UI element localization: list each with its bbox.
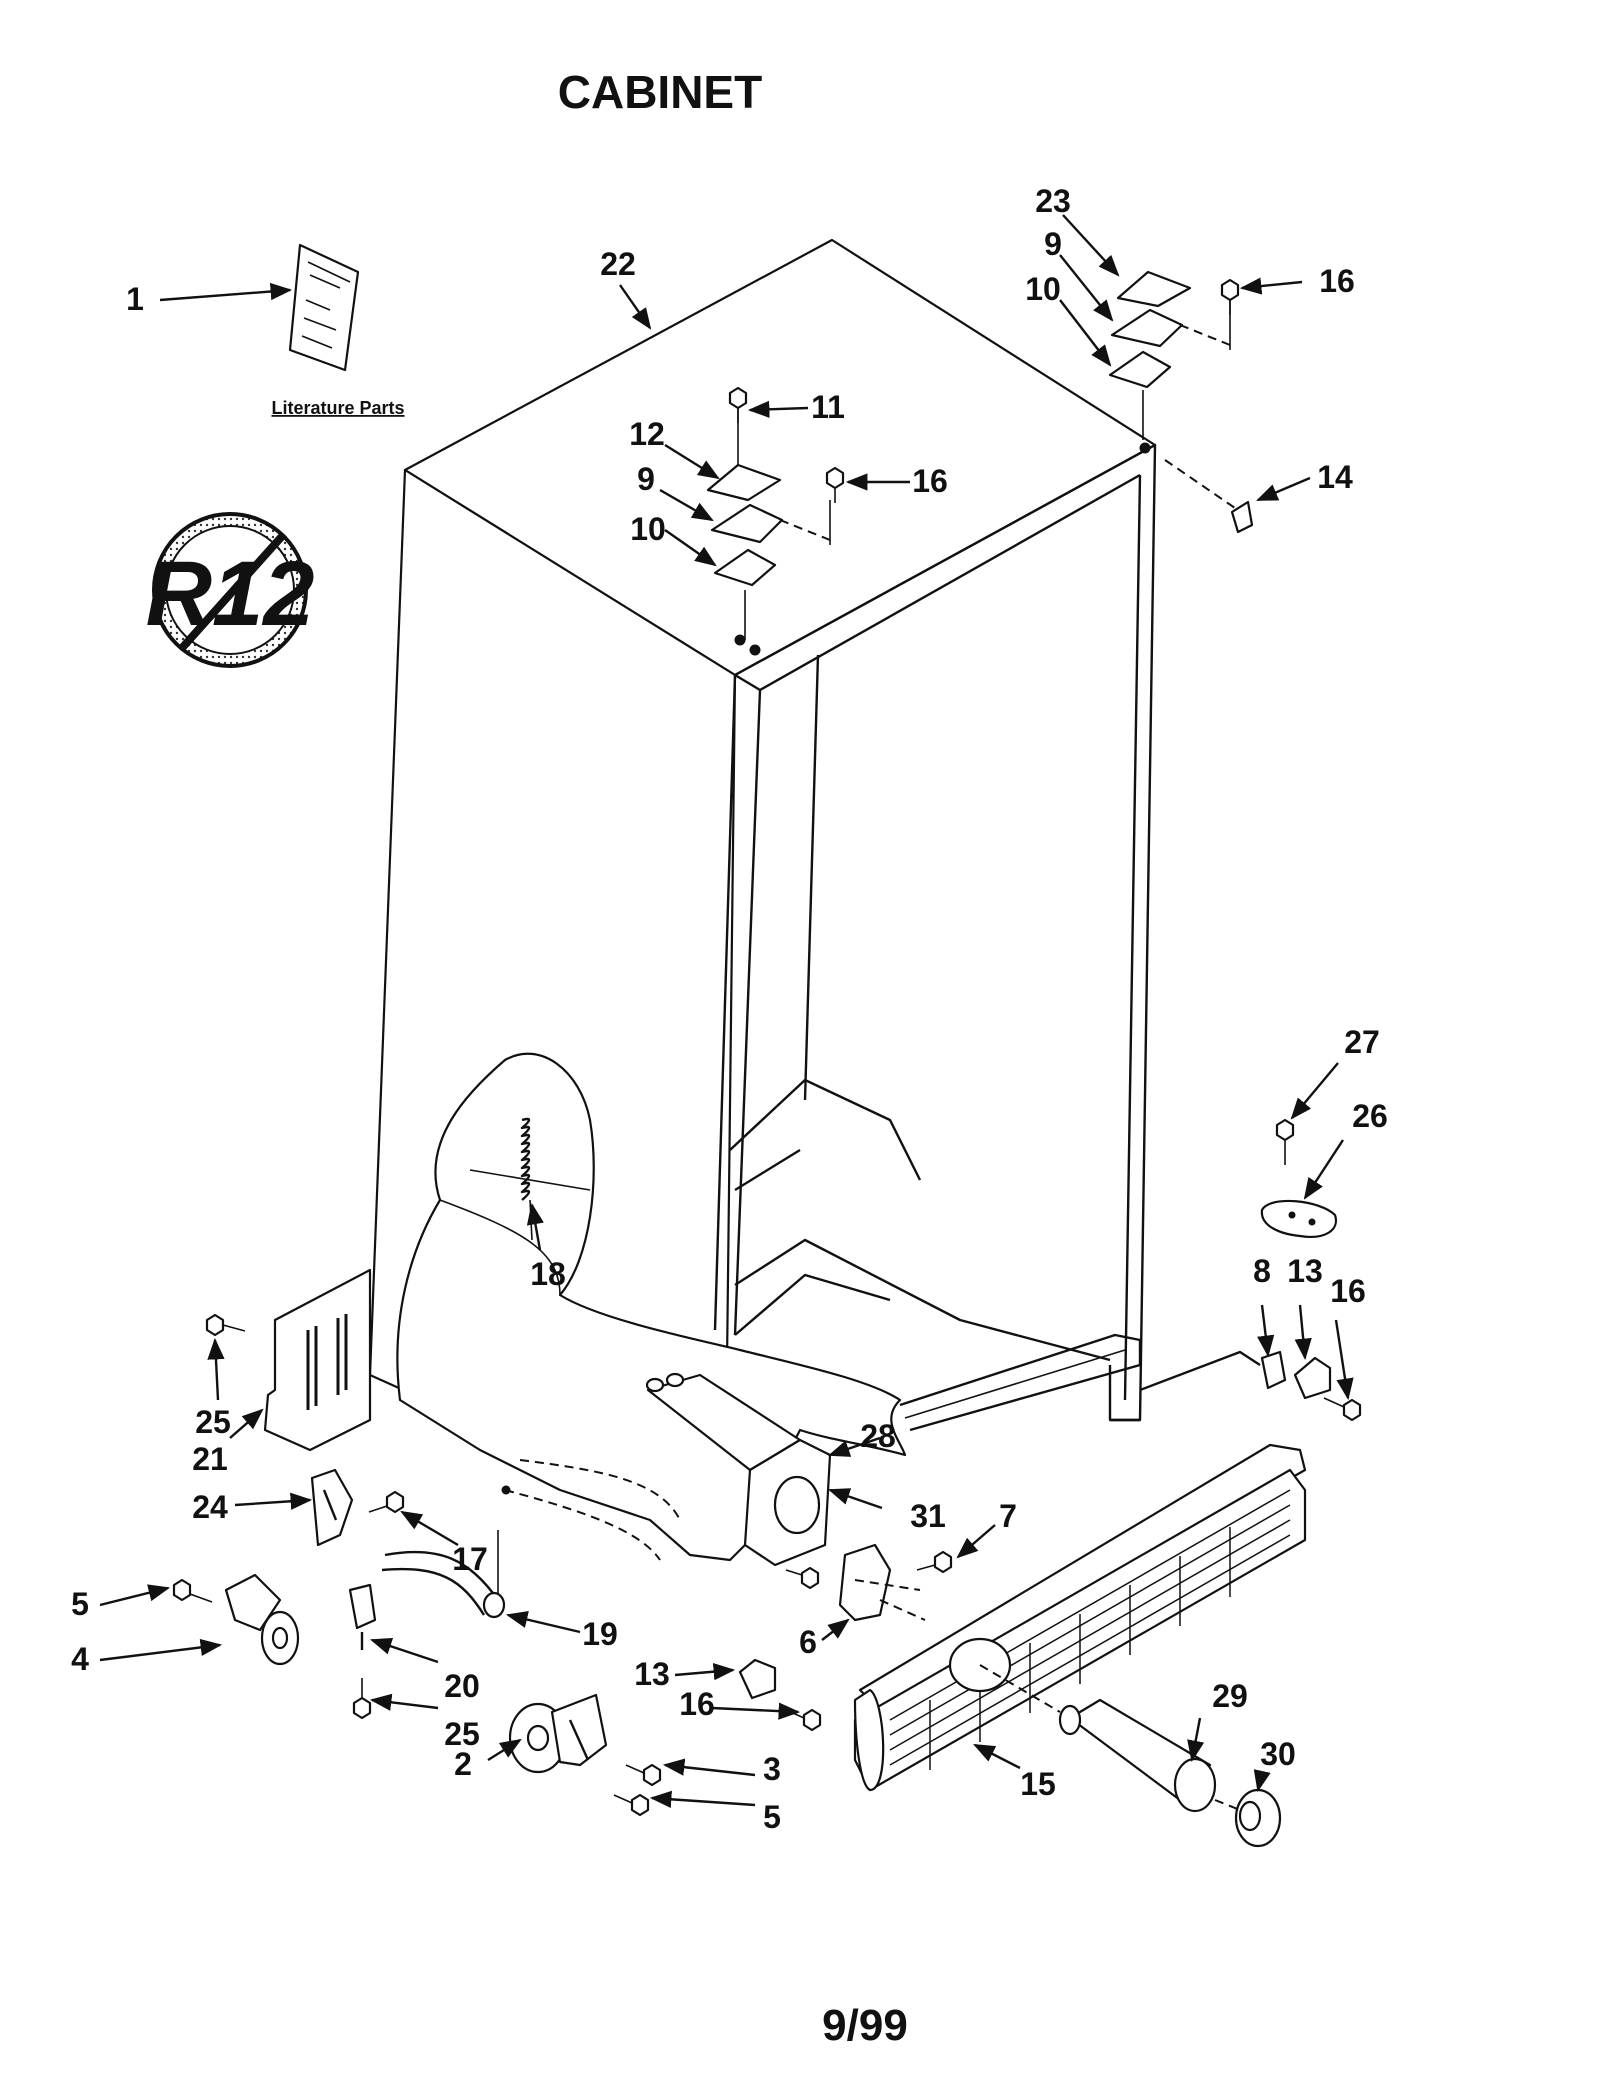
hinge-left — [706, 400, 831, 656]
part-6-bracket — [838, 1543, 926, 1622]
diagram-title: CABINET — [558, 66, 762, 118]
callout-12: 12 — [629, 416, 665, 452]
callout-27: 27 — [1344, 1024, 1380, 1060]
part-2-roller — [508, 1693, 608, 1774]
callout-5: 5 — [71, 1586, 89, 1622]
callout-26: 26 — [1352, 1098, 1388, 1134]
callout-5b: 5 — [763, 1799, 781, 1835]
callout-labels: 1 2 3 4 5 5 6 7 8 9 9 10 10 11 12 13 13 … — [71, 183, 1388, 1835]
literature-parts-caption: Literature Parts — [271, 398, 404, 418]
callout-17: 17 — [452, 1541, 488, 1577]
callout-14: 14 — [1317, 459, 1353, 495]
callout-25a: 25 — [195, 1404, 231, 1440]
callout-7: 7 — [999, 1498, 1017, 1534]
part-21-access-plate — [263, 1268, 372, 1452]
part-29-water-filter — [979, 1664, 1217, 1813]
callout-21: 21 — [192, 1441, 228, 1477]
callout-22: 22 — [600, 246, 636, 282]
callout-9b: 9 — [637, 461, 655, 497]
literature-booklet — [288, 243, 360, 372]
callout-18: 18 — [530, 1256, 566, 1292]
part-8-13-right-bracket — [1139, 1350, 1332, 1400]
page-footer-date: 9/99 — [822, 2001, 908, 2050]
drain-tube — [501, 1459, 681, 1561]
part-19-20-tube — [348, 1530, 506, 1650]
part-26-bracket — [1260, 1199, 1338, 1238]
callout-19: 19 — [582, 1616, 618, 1652]
part-30-filter-cap — [1214, 1788, 1282, 1848]
callout-29: 29 — [1212, 1678, 1248, 1714]
screws — [172, 278, 1362, 1817]
callout-4: 4 — [71, 1641, 89, 1677]
part-13-front-bracket — [738, 1658, 777, 1700]
part-4-roller — [224, 1573, 300, 1666]
callout-15: 15 — [1020, 1766, 1056, 1802]
part-15-toe-grille — [853, 1443, 1307, 1792]
callout-2: 2 — [454, 1746, 472, 1782]
callout-6: 6 — [799, 1624, 817, 1660]
callout-11: 11 — [811, 389, 845, 425]
callout-16d: 16 — [679, 1686, 715, 1722]
callout-20: 20 — [444, 1668, 480, 1704]
callout-30: 30 — [1260, 1736, 1296, 1772]
part-28-drain-pipe — [645, 1372, 832, 1567]
hinge-right — [1108, 270, 1231, 454]
callout-9: 9 — [1044, 226, 1062, 262]
callout-28: 28 — [860, 1418, 896, 1454]
callout-10b: 10 — [630, 511, 666, 547]
callout-8: 8 — [1253, 1253, 1271, 1289]
callout-31: 31 — [910, 1498, 946, 1534]
part-14-clip — [1164, 459, 1254, 534]
callout-3: 3 — [763, 1751, 781, 1787]
callout-16a: 16 — [1319, 263, 1355, 299]
cabinet-body — [368, 238, 1157, 1562]
callout-1: 1 — [126, 281, 144, 317]
part-24-bracket — [310, 1468, 354, 1547]
callout-16b: 16 — [912, 463, 948, 499]
callout-24: 24 — [192, 1489, 228, 1525]
callout-13: 13 — [1287, 1253, 1323, 1289]
callout-25b: 25 — [444, 1716, 480, 1752]
callout-23: 23 — [1035, 183, 1071, 219]
callout-10: 10 — [1025, 271, 1061, 307]
callout-arrows — [99, 214, 1354, 1808]
callout-16c: 16 — [1330, 1273, 1366, 1309]
callout-13b: 13 — [634, 1656, 670, 1692]
no-r12-badge: R12 — [146, 512, 314, 668]
